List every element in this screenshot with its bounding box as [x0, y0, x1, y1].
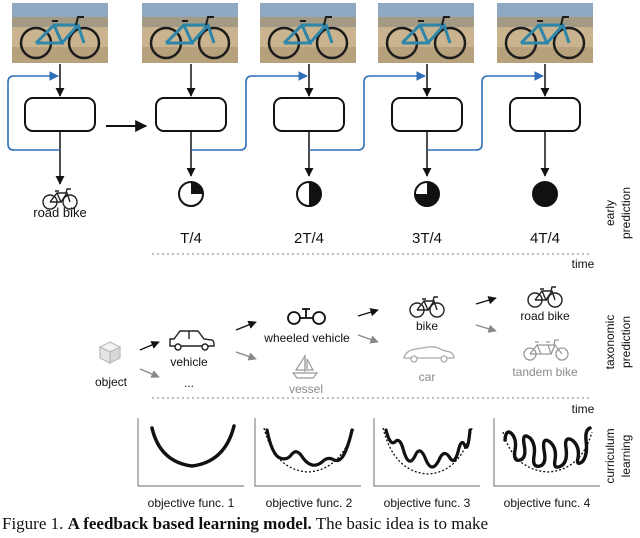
caption-title: A feedback based learning model.: [67, 514, 312, 533]
objective-axes: [137, 418, 600, 487]
object-label: object: [95, 375, 128, 389]
initial-output-label: road bike: [33, 205, 86, 220]
arrow-bike-roadbike: [475, 296, 497, 305]
vehicle-label: vehicle: [170, 355, 208, 369]
bike-photo-1: [140, 1, 240, 65]
model-block-3: [391, 97, 463, 132]
arrow-object-vehicle: [139, 341, 160, 351]
objective-curve-3: [384, 428, 472, 469]
arrow-vehicle-wheeled: [235, 320, 257, 331]
bike-photo-4: [495, 1, 595, 65]
early-prediction-section: road bike T/4 2T/4 3T/4 4T/4 time early …: [7, 1, 633, 271]
model-block-4: [509, 97, 581, 132]
tandem-bike-label: tandem bike: [512, 365, 578, 379]
side-label-curriculum-learning: curriculum learning: [603, 428, 633, 483]
bike-photo-2: [258, 1, 358, 65]
car-label: car: [419, 370, 436, 384]
side-label-taxonomic-prediction: taxonomic prediction: [603, 315, 633, 370]
output-arrows: [55, 131, 550, 185]
model-block-2: [273, 97, 345, 132]
svg-text:taxonomic: taxonomic: [603, 315, 617, 370]
objective-curve-1: [150, 424, 236, 468]
input-arrows: [55, 64, 550, 97]
feedback-model-figure: road bike T/4 2T/4 3T/4 4T/4 time early …: [7, 1, 633, 510]
object-cube-icon: [98, 341, 122, 364]
progress-indicator-3: [414, 181, 440, 207]
arrow-wheeled-bike: [357, 308, 379, 317]
vessel-label: vessel: [289, 382, 323, 396]
svg-text:prediction: prediction: [619, 187, 633, 239]
progress-indicator-2: [296, 181, 322, 207]
step-label-3: 3T/4: [412, 230, 442, 247]
progress-indicators: [178, 181, 558, 207]
step-label-4: 4T/4: [530, 230, 560, 247]
arrow-vehicle-vessel: [235, 351, 257, 361]
objective-ref-3: [382, 427, 473, 475]
bike-label: bike: [416, 319, 438, 333]
progress-indicator-4: [532, 181, 558, 207]
objective-ref-4: [502, 431, 593, 473]
step-label-1: T/4: [180, 230, 202, 247]
svg-text:learning: learning: [619, 435, 633, 478]
objective-label-4: objective func. 4: [504, 496, 591, 510]
curriculum-learning-section: objective func. 1 objective func. 2 obje…: [137, 418, 633, 510]
caption-rest: The basic idea is to make: [311, 514, 489, 533]
arrow-wheeled-car: [357, 334, 379, 344]
model-block-1: [155, 97, 227, 132]
road-bike-label: road bike: [520, 309, 570, 323]
time-label-2: time: [572, 402, 595, 416]
wheeled-vehicle-label: wheeled vehicle: [263, 331, 350, 345]
figure-caption: Figure 1. A feedback based learning mode…: [2, 514, 640, 538]
step-label-2: 2T/4: [294, 230, 324, 247]
caption-prefix: Figure 1.: [2, 514, 68, 533]
taxonomic-prediction-section: object vehicle ... wheeled vehicle: [95, 286, 633, 416]
feedback-loops: [7, 71, 544, 151]
bike-photo-3: [376, 1, 476, 65]
progress-fill-3: [415, 182, 439, 206]
objective-curve-4: [503, 426, 592, 469]
side-label-early-prediction: early prediction: [603, 187, 633, 239]
car-icon: [403, 346, 455, 363]
arrow-bike-tandem: [475, 324, 497, 333]
tandem-bike-icon: [523, 339, 569, 361]
arrow-object-other: [139, 368, 160, 378]
vessel-sailboat-icon: [291, 353, 319, 379]
bike-photo-0: [10, 1, 110, 65]
objective-curve-2: [265, 428, 354, 467]
progress-fill-2: [309, 182, 321, 206]
objective-label-3: objective func. 3: [384, 496, 471, 510]
progress-indicator-1: [178, 181, 204, 207]
svg-text:prediction: prediction: [619, 316, 633, 368]
wheeled-vehicle-icon: [287, 308, 326, 325]
svg-text:early: early: [603, 200, 617, 226]
svg-text:curriculum: curriculum: [603, 428, 617, 483]
bike-icon: [409, 296, 445, 318]
progress-fill-1: [191, 182, 203, 194]
model-block-initial: [24, 97, 96, 132]
time-label-1: time: [572, 257, 595, 271]
vehicle-car-icon: [169, 330, 215, 351]
ellipsis-label: ...: [184, 376, 194, 390]
objective-label-2: objective func. 2: [266, 496, 353, 510]
objective-label-1: objective func. 1: [148, 496, 235, 510]
road-bike-icon-2: [527, 286, 563, 308]
